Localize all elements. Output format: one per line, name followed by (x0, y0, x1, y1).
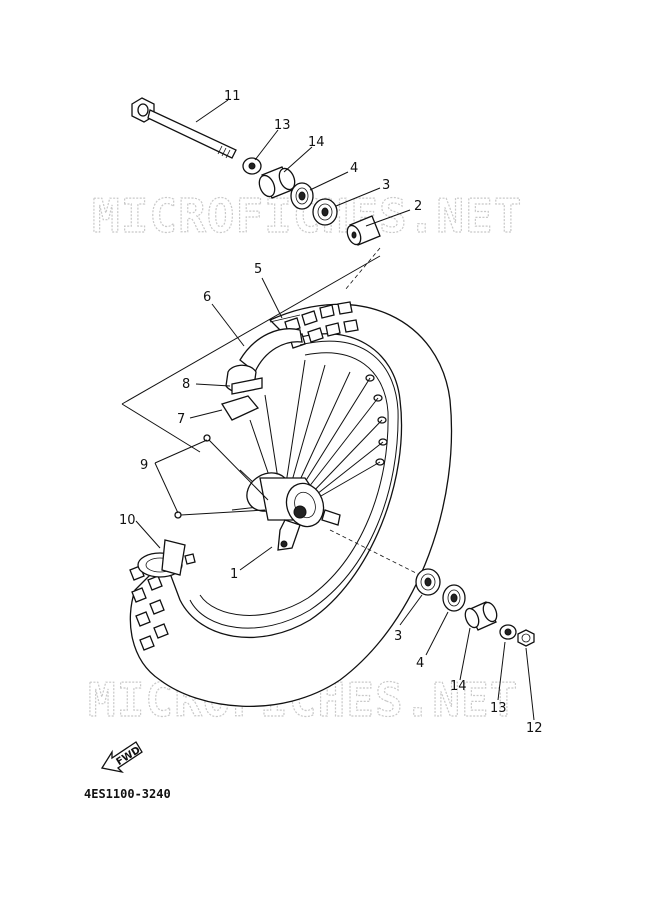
gear-unit (137, 539, 196, 578)
callout-4-lower: 4 (416, 656, 424, 671)
spoke-nipples (365, 374, 388, 466)
callout-8: 8 (182, 377, 190, 392)
diagram-part-code: 4ES1100-3240 (84, 787, 171, 801)
collar-upper (258, 166, 296, 199)
tire-valve (231, 377, 263, 395)
washer-lower (499, 624, 517, 640)
front-wheel (129, 301, 453, 708)
bearing-upper-3 (312, 198, 338, 226)
collar-lower (464, 601, 498, 631)
callout-6: 6 (203, 290, 211, 305)
rim-band (269, 314, 301, 323)
callout-3-lower: 3 (394, 629, 402, 644)
hub (246, 472, 341, 551)
callout-7: 7 (177, 412, 185, 427)
bearing-lower-3 (415, 568, 441, 596)
callout-14-upper: 14 (308, 135, 325, 150)
axle-nut (517, 629, 535, 647)
callout-14-lower: 14 (450, 679, 467, 694)
callout-3-upper: 3 (382, 178, 390, 193)
callout-10: 10 (119, 513, 136, 528)
callout-13-upper: 13 (274, 118, 291, 133)
rim-lock (221, 395, 260, 421)
leader-lines (121, 99, 535, 721)
bearing-upper-4 (290, 182, 314, 210)
callout-12: 12 (526, 721, 543, 736)
callout-13-lower: 13 (490, 701, 507, 716)
callout-5: 5 (254, 262, 262, 277)
tire-tread-top (284, 301, 359, 349)
forward-direction-arrow: FWD (100, 741, 143, 774)
callout-4-upper: 4 (350, 161, 358, 176)
bearing-lower-4 (442, 584, 466, 612)
callout-2: 2 (414, 199, 422, 214)
callout-1: 1 (230, 567, 238, 582)
callout-11: 11 (224, 89, 241, 104)
spoke-samples (174, 434, 269, 519)
washer-upper (242, 157, 262, 175)
callout-labels: 11 13 14 4 3 2 5 6 8 7 9 10 1 3 4 14 13 … (119, 89, 543, 736)
front-axle (131, 97, 237, 159)
callout-9: 9 (140, 458, 148, 473)
